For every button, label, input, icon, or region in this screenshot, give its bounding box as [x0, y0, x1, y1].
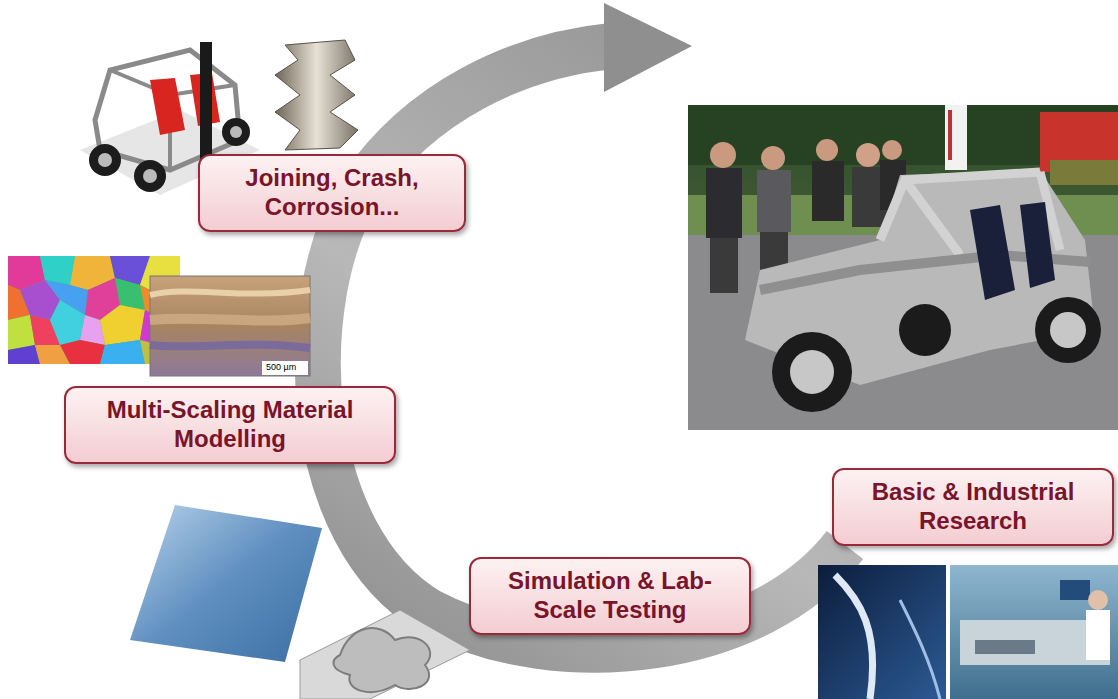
buggy-render-part [150, 78, 185, 135]
lab-photo-part [1086, 610, 1110, 660]
person [706, 142, 742, 293]
cycle-arrow-part [604, 3, 692, 92]
person-part [710, 142, 736, 168]
crushed-tube [275, 40, 358, 150]
person-part [812, 161, 844, 221]
vehicle-photo-part [688, 105, 1118, 430]
vehicle-photo [688, 105, 1118, 430]
buggy-render-part [143, 169, 157, 183]
grain-map-part [100, 305, 145, 345]
grain-map-part [100, 340, 145, 364]
person [757, 146, 791, 282]
pouring-photo [818, 565, 946, 699]
grain-map-part [50, 300, 85, 345]
person-part [710, 238, 738, 293]
micrograph-part [150, 276, 310, 376]
lab-photo [950, 565, 1118, 699]
stage-box: Simulation & Lab-Scale Testing [469, 557, 751, 635]
vehicle-frame [745, 170, 1101, 412]
person-part [757, 170, 791, 232]
stamped-part [300, 610, 470, 699]
vehicle-frame-part [899, 304, 951, 356]
vehicle-frame-part [970, 205, 1015, 300]
buggy-render-part [222, 118, 250, 146]
stage-box: Joining, Crash, Corrosion... [198, 154, 466, 232]
buggy-render-part [134, 160, 166, 192]
pouring-photo-part [835, 575, 873, 699]
person-part [882, 140, 902, 160]
vehicle-frame-part [1035, 297, 1101, 363]
stage-label: Simulation & Lab-Scale Testing [485, 567, 735, 625]
person-part [761, 146, 785, 170]
blue-sheet-part [130, 505, 322, 662]
buggy-render-part [230, 126, 242, 138]
stage-label: Basic & Industrial Research [848, 478, 1098, 536]
micrograph-part [150, 345, 310, 348]
stage-box: Multi-Scaling Material Modelling [64, 386, 396, 464]
buggy-render-part [98, 153, 112, 167]
vehicle-frame-part [1020, 202, 1055, 288]
grain-map-part [60, 340, 105, 364]
buggy-render-part [200, 42, 212, 162]
lab-photo-part [975, 640, 1035, 654]
lab-photo-part [1088, 590, 1108, 610]
stamped-part-part [333, 628, 430, 692]
pouring-photo-part [900, 600, 940, 699]
buggy-render-part [89, 144, 121, 176]
grain-map-part [115, 278, 145, 310]
vehicle-frame-part [772, 332, 852, 412]
lab-photo-part [1060, 580, 1090, 600]
vehicle-photo-part [1050, 160, 1118, 185]
stamped-part-part [300, 610, 470, 699]
stage-label: Multi-Scaling Material Modelling [80, 396, 380, 454]
vehicle-photo-part [945, 105, 967, 170]
person-part [856, 143, 880, 167]
stage-label: Joining, Crash, Corrosion... [214, 164, 450, 222]
vehicle-photo-part [948, 110, 952, 160]
micrograph [150, 276, 310, 376]
person [812, 139, 844, 221]
crushed-tube-part [275, 40, 358, 150]
blue-sheet [130, 505, 322, 662]
micrograph-part [150, 318, 310, 321]
lab-photo-part [950, 565, 1118, 699]
person-part [706, 168, 742, 238]
person-part [816, 139, 838, 161]
pouring-photo-part [818, 565, 946, 699]
grain-map-part [8, 345, 40, 364]
stage-box: Basic & Industrial Research [832, 468, 1114, 546]
micrograph-part [150, 290, 310, 295]
scale-bar-label: 500 µm [264, 362, 298, 373]
vehicle-frame-part [790, 350, 834, 394]
micrograph-part [262, 361, 308, 375]
vehicle-frame-part [1050, 312, 1086, 348]
